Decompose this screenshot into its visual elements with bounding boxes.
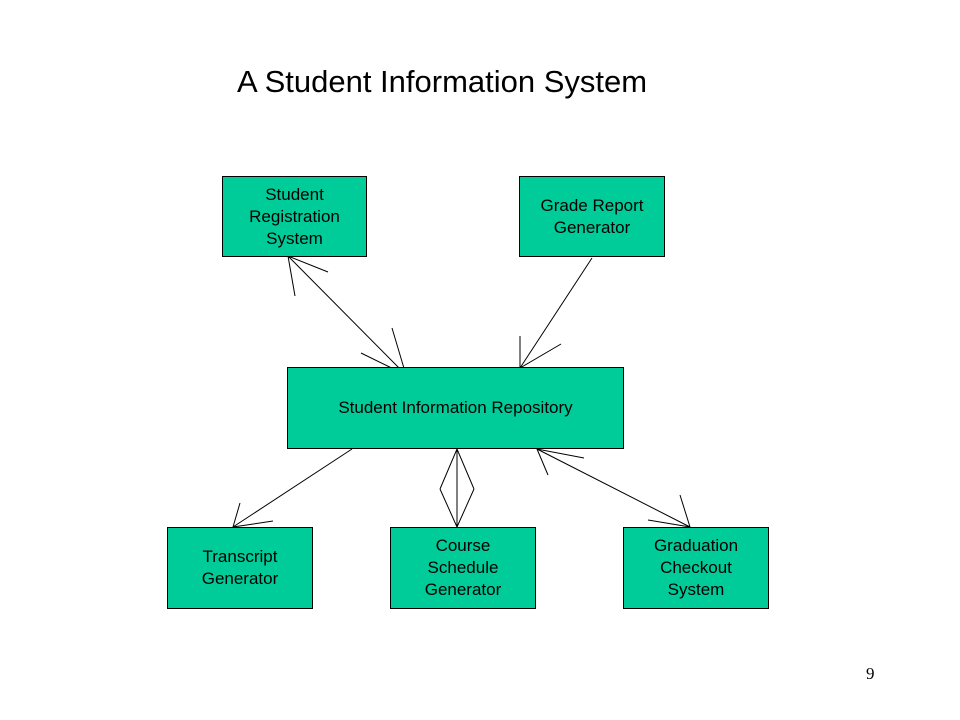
student-information-repository-box: Student Information Repository [287,367,624,449]
edge-graduation-repository [536,448,691,528]
course-schedule-generator-box: Course Schedule Generator [390,527,536,609]
graduation-checkout-system-box: Graduation Checkout System [623,527,769,609]
page-number: 9 [866,664,875,683]
transcript-generator-box: Transcript Generator [167,527,313,609]
edge-repository-transcript [232,448,353,528]
grade-report-generator-box: Grade Report Generator [519,176,665,257]
student-registration-system-box: Student Registration System [222,176,367,257]
edge-grade-repository [519,257,593,369]
slide-title: A Student Information System [237,64,648,99]
edge-repository-course [439,447,475,529]
edge-registration-repository [287,255,407,376]
